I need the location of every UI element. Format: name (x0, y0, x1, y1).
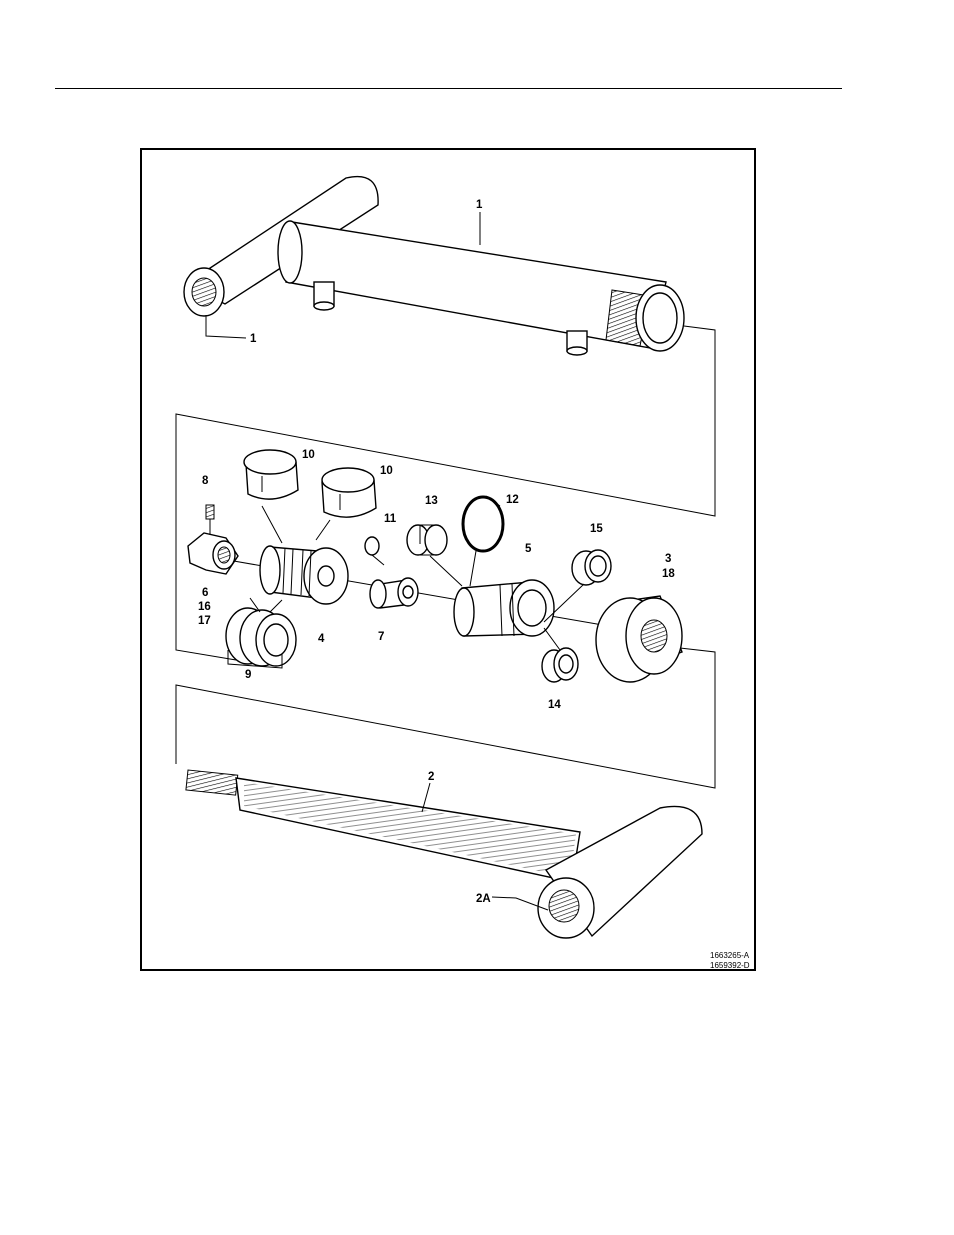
drawing-code: 1663265-A (710, 951, 750, 960)
callout-1-barrel: 1 (476, 199, 483, 211)
callout-10-b: 10 (380, 465, 393, 477)
callout-7: 7 (378, 631, 384, 643)
leader-line (262, 506, 330, 543)
callout-8: 8 (202, 475, 209, 487)
locknut (188, 533, 238, 574)
callout-17: 17 (198, 615, 211, 627)
callout-18: 18 (662, 568, 675, 580)
callout-9: 9 (245, 669, 251, 681)
cylinder-barrel (184, 177, 684, 355)
callout-15: 15 (590, 523, 603, 535)
callout-16: 16 (198, 601, 211, 613)
callout-12: 12 (506, 494, 519, 506)
backup-ring (407, 525, 447, 555)
callout-2a: 2A (476, 893, 491, 905)
wear-ring (244, 450, 298, 499)
rod-seal (542, 648, 578, 682)
callout-10-a: 10 (302, 449, 315, 461)
leader-line (430, 551, 476, 586)
o-ring (365, 537, 379, 555)
callout-4: 4 (318, 633, 325, 645)
wear-ring (322, 468, 376, 517)
callout-14: 14 (548, 699, 561, 711)
head-gland (454, 580, 554, 636)
callout-11: 11 (384, 513, 397, 525)
callout-2: 2 (428, 771, 434, 783)
callout-6: 6 (202, 587, 208, 599)
set-screw (206, 505, 214, 535)
piston (260, 546, 348, 604)
piston-rod (186, 770, 702, 938)
drawing-code: 1659392-D (710, 961, 750, 970)
leader-line (206, 315, 246, 338)
callout-1-port: 1 (250, 333, 257, 345)
wiper-seal (572, 550, 611, 585)
callout-5: 5 (525, 543, 532, 555)
callout-3: 3 (665, 553, 671, 565)
piston-seal (226, 598, 296, 668)
o-ring (463, 497, 503, 551)
gland-nut (596, 596, 682, 682)
spacer (370, 578, 418, 608)
callout-13: 13 (425, 495, 438, 507)
